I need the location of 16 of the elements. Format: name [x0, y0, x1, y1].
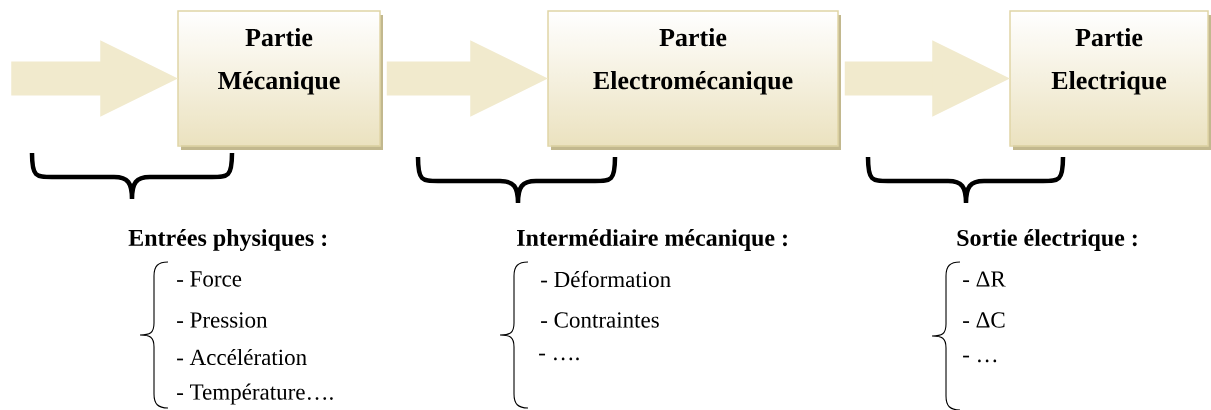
heading: Sortie électrique : [957, 229, 1137, 251]
list-item: - Température…. [177, 383, 333, 405]
heading: Intermédiaire mécanique : [517, 229, 787, 251]
list-item: - Force [177, 271, 242, 287]
list-item: - ΔR [963, 271, 1006, 287]
list-item: - Accélération [177, 348, 307, 366]
list-item: - … [963, 355, 997, 363]
list-item: - …. [539, 353, 579, 361]
heading: Entrées physiques : [128, 229, 327, 251]
list-item: - Pression [177, 312, 268, 328]
list-item: - Contraintes [541, 312, 659, 328]
list-item: - Déformation [541, 270, 671, 288]
process-box: Partie Electrique [1009, 10, 1211, 150]
process-box: Partie Electromécanique [547, 10, 841, 150]
process-box: Partie Mécanique [177, 10, 383, 150]
list-item: - ΔC [963, 312, 1005, 328]
